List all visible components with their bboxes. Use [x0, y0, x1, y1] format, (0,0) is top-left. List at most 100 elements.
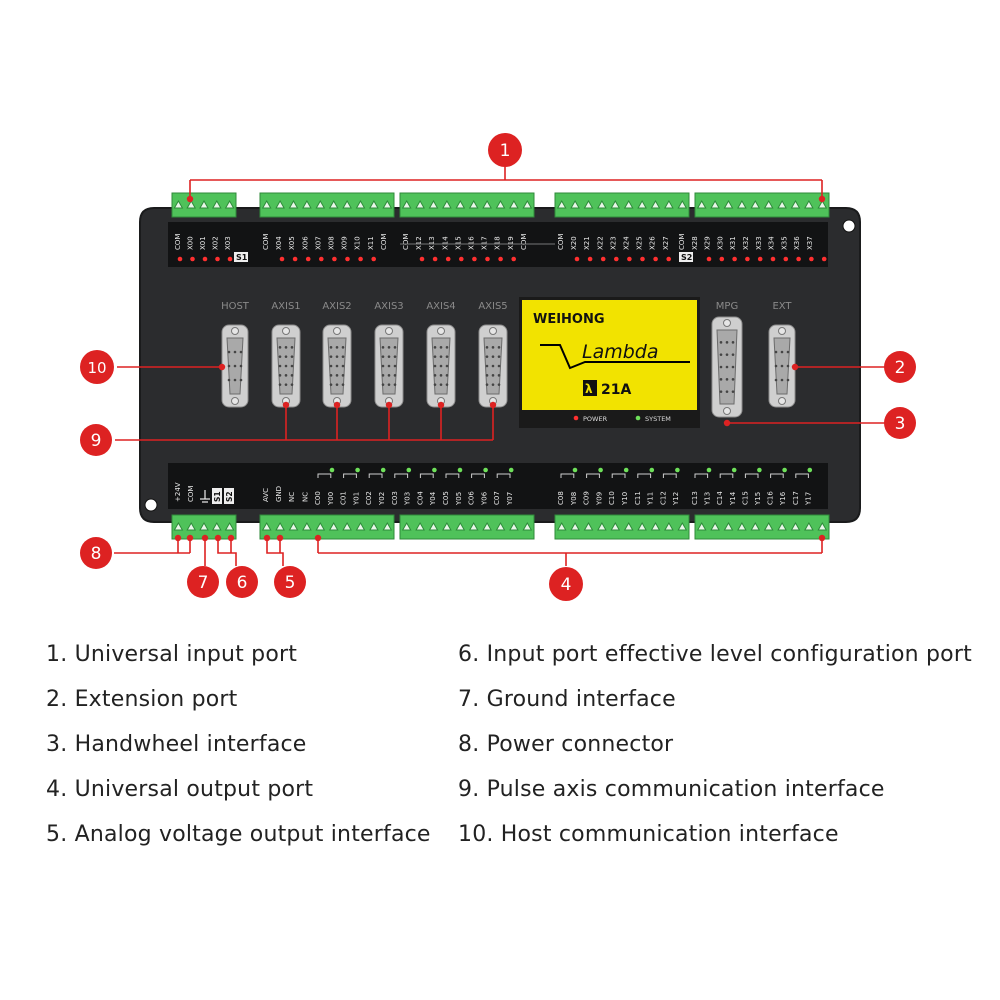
bottom-label: C06 — [468, 491, 476, 505]
terminal-screw — [737, 199, 747, 209]
terminal-screw — [261, 521, 272, 531]
led — [757, 256, 763, 262]
axis4-port-label: AXIS4 — [426, 301, 455, 312]
led — [355, 467, 360, 473]
relay-bracket — [317, 473, 332, 478]
top-label: X11 — [367, 236, 375, 250]
callout-dot — [282, 401, 290, 409]
callout-4: 4 — [549, 567, 583, 601]
terminal-screw — [597, 521, 607, 531]
terminal-screw — [275, 199, 285, 209]
power-led — [573, 415, 579, 421]
terminal-screw — [637, 199, 647, 209]
terminal-top-2 — [259, 192, 395, 218]
terminal-screw — [342, 521, 352, 531]
terminal-screw — [199, 199, 209, 209]
terminal-top-5 — [694, 192, 830, 218]
terminal-screw — [750, 521, 761, 531]
terminal-top-3 — [399, 192, 535, 218]
terminal-screw — [623, 521, 634, 531]
led — [649, 467, 655, 473]
terminal-screw — [468, 199, 479, 209]
led — [432, 467, 437, 473]
bottom-label: Y09 — [595, 492, 603, 506]
terminal-screw — [710, 199, 720, 209]
led — [809, 256, 814, 262]
top-label: X35 — [780, 236, 788, 250]
callout-number: 4 — [561, 575, 572, 595]
top-label: X24 — [623, 236, 631, 250]
top-label: X15 — [454, 236, 462, 250]
top-label: X21 — [583, 236, 591, 250]
callout-lines — [114, 167, 885, 566]
led — [202, 256, 208, 262]
top-label: X16 — [468, 236, 476, 250]
led — [445, 256, 451, 262]
callout-dot — [214, 534, 222, 542]
legend-item-9: 9. Pulse axis communication interface — [458, 777, 885, 802]
terminal-screw — [315, 199, 326, 209]
top-label: X07 — [314, 236, 322, 250]
callout-5: 5 — [274, 566, 306, 598]
terminal-screw — [710, 521, 720, 531]
led — [380, 467, 386, 473]
bottom-label: C16 — [767, 491, 775, 505]
axis3-port-label: AXIS3 — [374, 301, 403, 312]
terminal-screw — [790, 521, 801, 531]
bottom-label: Y04 — [429, 491, 437, 506]
callout-number: 5 — [285, 573, 296, 593]
legend-item-2: 2. Extension port — [46, 687, 238, 712]
terminal-screw — [495, 199, 506, 209]
terminal-top-1 — [171, 192, 237, 218]
terminal-screw — [401, 199, 412, 209]
terminal-screw — [415, 521, 425, 531]
callout-dot — [437, 401, 445, 409]
terminal-screw — [328, 521, 339, 531]
lcd-model-symbol: λ — [585, 382, 593, 396]
top-label: X26 — [649, 236, 657, 250]
terminal-screw — [382, 521, 393, 531]
led — [732, 256, 737, 262]
relay-bracket — [719, 473, 734, 478]
terminal-bottom-5 — [694, 514, 830, 540]
switch-label-s1: S1 — [236, 253, 248, 262]
led — [371, 256, 377, 262]
top-label: X33 — [755, 236, 763, 250]
top-label: X37 — [806, 236, 814, 250]
terminal-screw — [522, 521, 533, 531]
led — [675, 467, 680, 473]
led — [459, 256, 464, 262]
terminal-screw — [211, 521, 222, 531]
callout-number: 8 — [91, 544, 102, 564]
led — [177, 256, 183, 262]
axis1-port-label: AXIS1 — [271, 301, 300, 312]
terminal-screw — [817, 199, 828, 209]
terminal-screw — [288, 199, 299, 209]
terminal-screw — [224, 199, 235, 209]
led — [345, 256, 350, 262]
led — [319, 256, 324, 262]
callout-7: 7 — [187, 566, 219, 598]
terminal-screw — [804, 521, 814, 531]
top-label: X04 — [275, 236, 283, 250]
led — [598, 467, 603, 473]
terminal-screw — [186, 521, 197, 531]
axis5-port-label: AXIS5 — [478, 301, 507, 312]
axis4-port: AXIS4 — [426, 301, 456, 408]
led — [574, 256, 580, 262]
lcd-screen — [522, 300, 697, 410]
top-label: X02 — [212, 236, 220, 250]
terminal-screw — [482, 521, 492, 531]
relay-bracket — [694, 473, 709, 478]
terminal-bottom-4 — [554, 514, 690, 540]
terminal-screw — [224, 521, 235, 531]
callout-number: 3 — [895, 414, 906, 434]
bottom-label: C04 — [416, 491, 424, 505]
top-label: X20 — [570, 236, 578, 250]
bottom-label: C05 — [442, 491, 450, 505]
bottom-label: Y17 — [804, 492, 812, 506]
bottom-label: Y02 — [378, 492, 386, 506]
terminal-screw — [315, 521, 326, 531]
